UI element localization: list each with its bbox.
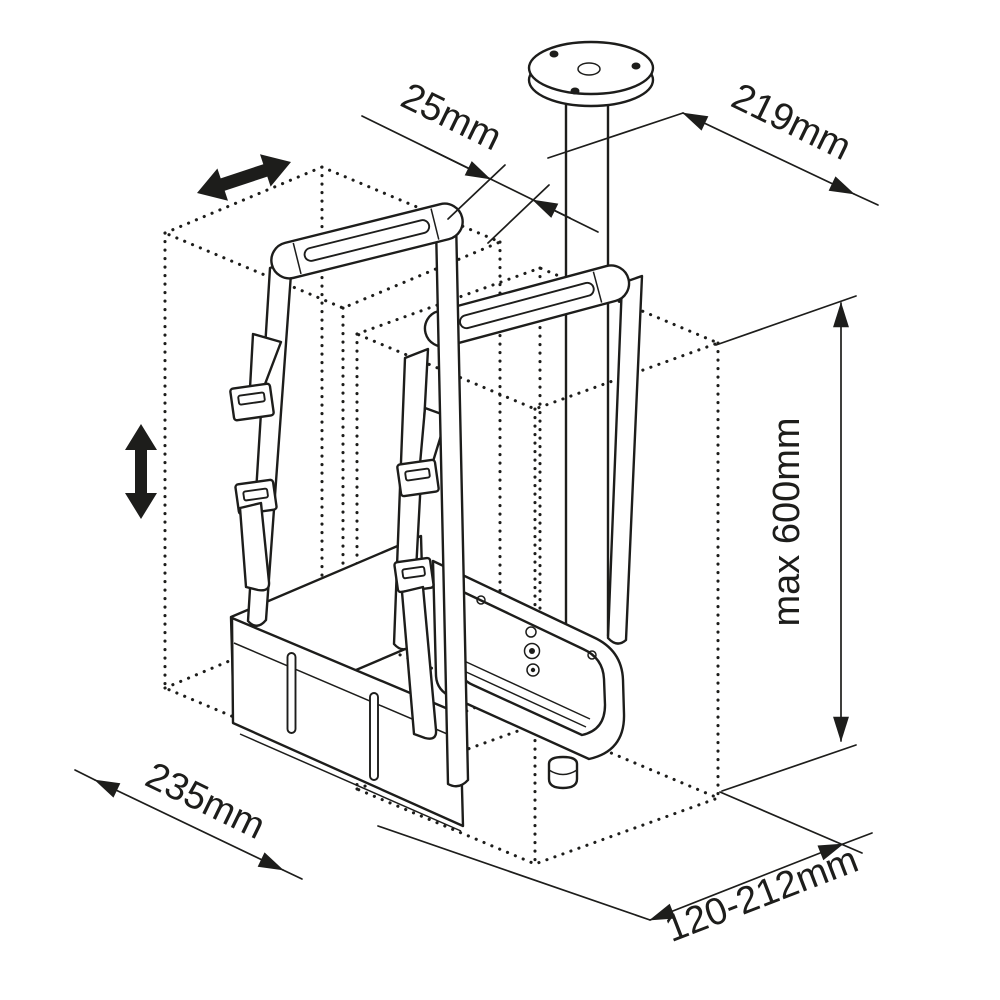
holder-bracket	[229, 534, 626, 832]
width-range-label: 120-212mm	[660, 839, 864, 951]
dimension-base-depth: 235mm	[74, 755, 303, 880]
plate-center-slot	[577, 62, 601, 76]
panel-hole	[587, 650, 597, 660]
slide-direction-arrow-icon	[197, 154, 291, 201]
phantom-box-min	[352, 266, 723, 866]
panel-hole	[476, 595, 486, 605]
front-strap-handle	[270, 202, 464, 280]
rear-strap-buckle	[396, 458, 440, 498]
rear-strap-buckle	[393, 556, 435, 594]
adjustment-knob-column	[523, 626, 541, 677]
rear-strap-tail	[400, 585, 438, 740]
mounting-pole	[564, 94, 610, 638]
rear-strap-right-band	[606, 274, 644, 645]
dimension-max-drop: max 600mm	[715, 295, 857, 792]
locking-knob	[547, 755, 579, 790]
front-strap	[229, 202, 470, 788]
front-strap-buckle	[229, 382, 275, 422]
rear-strap	[392, 264, 644, 740]
plate-screw-hole	[631, 62, 641, 70]
height-adjust-arrow-icon	[125, 424, 157, 519]
front-strap-tail	[238, 501, 271, 592]
max-drop-label: max 600mm	[766, 417, 808, 626]
bracket-slot	[369, 692, 379, 781]
plate-screw-hole	[549, 50, 559, 58]
front-strap-right-band	[434, 217, 470, 788]
strap-width-label: 25mm	[395, 75, 508, 159]
phantom-box-max	[161, 165, 504, 765]
bracket-slot	[286, 652, 297, 734]
base-depth-label: 235mm	[139, 755, 271, 848]
plate-screw-hole	[570, 87, 580, 95]
top-depth-label: 219mm	[725, 76, 857, 169]
ceiling-plate	[527, 40, 655, 108]
